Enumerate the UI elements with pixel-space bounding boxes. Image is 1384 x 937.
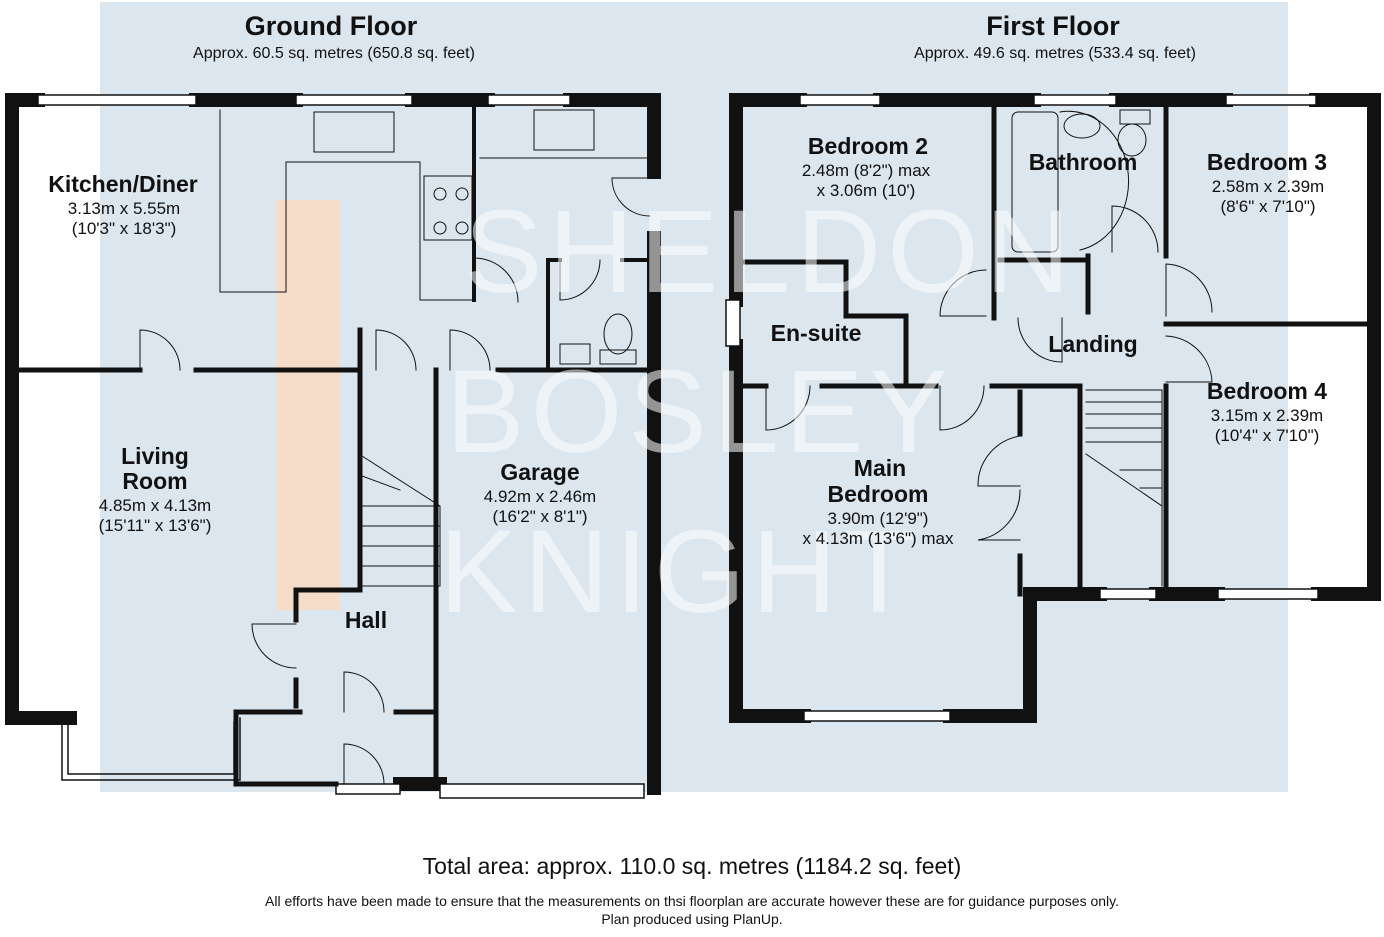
bedroom-3-label: Bedroom 3 — [1207, 149, 1327, 175]
bedroom-4-dim-metric: 3.15m x 2.39m — [1211, 406, 1323, 425]
landing-label: Landing — [1048, 331, 1137, 357]
garage-label: Garage — [500, 459, 579, 485]
watermark-line-3: KNIGHT — [439, 506, 921, 638]
total-area: Total area: approx. 110.0 sq. metres (11… — [422, 853, 962, 879]
main-bedroom-label-2: Bedroom — [828, 481, 929, 507]
bedroom-3-dim-metric: 2.58m x 2.39m — [1212, 177, 1324, 196]
first-floor-title: First Floor — [986, 11, 1120, 41]
bedroom-3-dim-imperial: (8'6" x 7'10") — [1220, 197, 1315, 216]
first-floor-area: Approx. 49.6 sq. metres (533.4 sq. feet) — [914, 45, 1196, 62]
main-bedroom-label-1: Main — [854, 455, 906, 481]
watermark-line-2: BOSLEY — [446, 346, 954, 478]
living-room-label-1: Living — [121, 443, 189, 469]
plan-credit: Plan produced using PlanUp. — [601, 911, 783, 927]
ground-floor-area: Approx. 60.5 sq. metres (650.8 sq. feet) — [193, 45, 475, 62]
main-bedroom-dim-2: x 4.13m (13'6") max — [803, 529, 954, 548]
bathroom-label: Bathroom — [1029, 149, 1138, 175]
disclaimer: All efforts have been made to ensure tha… — [265, 893, 1119, 909]
en-suite-label: En-suite — [771, 320, 862, 346]
ground-floor-title: Ground Floor — [245, 11, 418, 41]
living-room-label-2: Room — [122, 468, 187, 494]
watermark-line-1: SHELDON — [464, 186, 1076, 318]
first-floor-plan — [725, 93, 1381, 723]
main-bedroom-dim-1: 3.90m (12'9") — [828, 509, 929, 528]
ground-floor-plan — [5, 93, 661, 799]
garage-dim-imperial: (16'2" x 8'1") — [492, 507, 587, 526]
bedroom-4-label: Bedroom 4 — [1207, 378, 1327, 404]
bedroom-2-dim-1: 2.48m (8'2") max — [802, 161, 931, 180]
kitchen-dim-imperial: (10'3" x 18'3") — [72, 219, 177, 238]
living-room-dim-imperial: (15'11" x 13'6") — [99, 516, 212, 535]
bedroom-2-dim-2: x 3.06m (10') — [817, 181, 916, 200]
accent-bar — [276, 200, 340, 610]
kitchen-label: Kitchen/Diner — [48, 171, 198, 197]
bedroom-2-label: Bedroom 2 — [808, 133, 928, 159]
hall-label: Hall — [345, 607, 387, 633]
garage-dim-metric: 4.92m x 2.46m — [484, 487, 596, 506]
watermark: SHELDON BOSLEY KNIGHT — [439, 186, 1076, 638]
bedroom-4-dim-imperial: (10'4" x 7'10") — [1215, 426, 1320, 445]
living-room-dim-metric: 4.85m x 4.13m — [99, 496, 211, 515]
kitchen-dim-metric: 3.13m x 5.55m — [68, 199, 180, 218]
